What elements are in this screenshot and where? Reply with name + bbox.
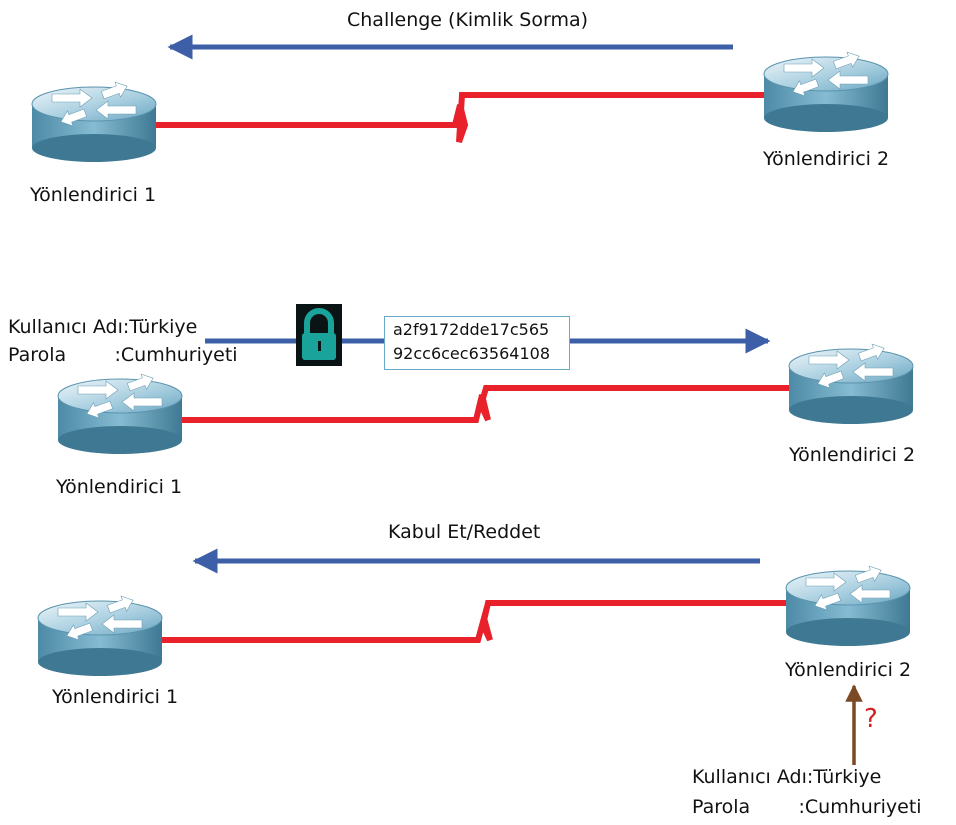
router-2-label: Yönlendirici 2 — [763, 148, 890, 170]
serial-link — [155, 600, 800, 643]
hash-line: 92cc6cec63564108 — [393, 344, 551, 363]
lock-icon — [296, 304, 342, 366]
router-1-label: Yönlendirici 1 — [56, 476, 183, 498]
accept-section — [37, 548, 911, 765]
username-label: Kullanıcı Adı:Türkiye — [8, 316, 198, 338]
hash-box: a2f9172dde17c565 92cc6cec63564108 — [384, 316, 570, 370]
challenge-arrow-label: Challenge (Kimlik Sorma) — [347, 9, 589, 31]
serial-link — [180, 385, 800, 423]
router-icon — [788, 340, 914, 425]
router-2-label: Yönlendirici 2 — [789, 444, 916, 466]
password-label: Parola :Cumhuriyeti — [692, 796, 922, 818]
password-label: Parola :Cumhuriyeti — [8, 344, 238, 366]
serial-link — [155, 92, 780, 143]
username-label: Kullanıcı Adı:Türkiye — [692, 766, 882, 788]
router-1-label: Yönlendirici 1 — [30, 184, 157, 206]
router-icon — [785, 562, 911, 647]
accept-reject-arrow-label: Kabul Et/Reddet — [388, 521, 541, 543]
router-icon — [763, 48, 889, 133]
hash-line: a2f9172dde17c565 — [393, 320, 550, 339]
router-icon — [37, 592, 163, 677]
router-icon — [57, 370, 183, 455]
router-1-label: Yönlendirici 1 — [52, 686, 179, 708]
question-mark: ? — [864, 704, 878, 734]
router-2-label: Yönlendirici 2 — [785, 659, 912, 681]
router-icon — [31, 78, 157, 163]
challenge-section — [31, 34, 889, 163]
